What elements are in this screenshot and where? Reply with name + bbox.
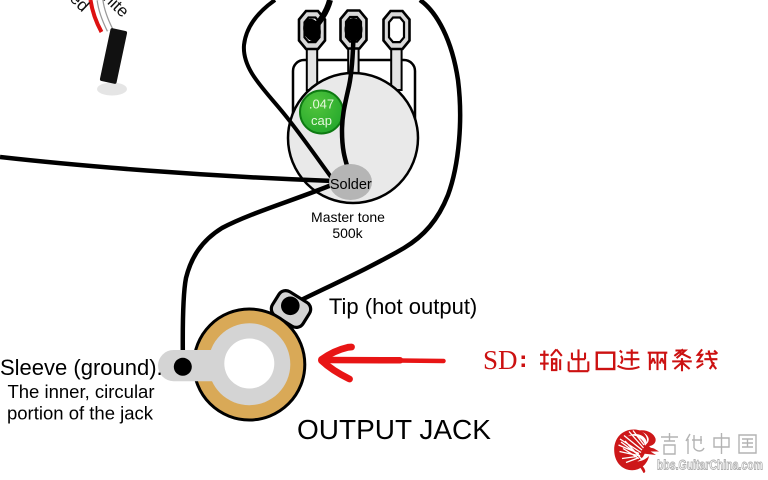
svg-text:Sleeve (ground).: Sleeve (ground). — [0, 355, 163, 380]
svg-text:.047: .047 — [309, 97, 334, 112]
svg-text:portion of the jack: portion of the jack — [7, 403, 154, 424]
svg-text:cap: cap — [311, 113, 332, 128]
svg-text:OUTPUT JACK: OUTPUT JACK — [297, 414, 491, 445]
svg-text:SD: SD — [483, 345, 518, 375]
svg-text:Master tone: Master tone — [311, 209, 385, 225]
svg-text:bbs.GuitarChina.com: bbs.GuitarChina.com — [657, 458, 763, 473]
svg-text:Solder: Solder — [330, 177, 372, 193]
svg-text:The inner, circular: The inner, circular — [7, 381, 154, 402]
svg-text:Red: Red — [57, 0, 93, 16]
svg-text:500k: 500k — [332, 225, 363, 241]
svg-text:Tip (hot output): Tip (hot output) — [329, 294, 477, 319]
